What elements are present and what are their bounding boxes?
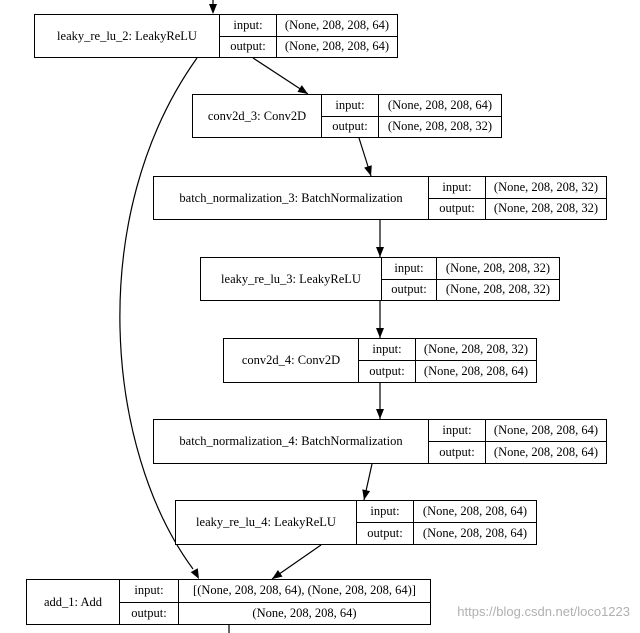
arrow-head [376,409,384,419]
arrow-head [272,570,283,579]
output-row: output: (None, 208, 208, 64) [120,601,430,624]
input-row: input: (None, 208, 208, 64) [429,420,606,441]
layer-name: leaky_re_lu_2: LeakyReLU [35,15,220,57]
output-label: output: [382,279,437,300]
output-row: output: (None, 208, 208, 64) [359,360,536,382]
layer-ports: input: (None, 208, 208, 32) output: (None, … [359,339,536,382]
layer-node: batch_normalization_3: BatchNormalizatio… [153,176,607,220]
input-shape: (None, 208, 208, 32) [445,260,551,275]
arrow-head [376,328,384,338]
arrow-head [209,4,217,14]
output-shape: (None, 208, 208, 32) [387,119,493,134]
output-label: output: [429,442,486,463]
layer-name: add_1: Add [27,580,120,624]
input-label: input: [359,339,416,360]
input-row: input: (None, 208, 208, 32) [429,177,606,198]
output-row: output: (None, 208, 208, 64) [357,522,536,544]
output-label: output: [357,523,414,544]
output-row: output: (None, 208, 208, 32) [322,115,501,137]
arrow-head [376,247,384,257]
output-row: output: (None, 208, 208, 32) [429,197,606,219]
input-label: input: [429,177,486,198]
input-row: input: [(None, 208, 208, 64), (None, 208,… [120,580,430,602]
layer-name: conv2d_3: Conv2D [193,95,322,137]
arrow-head [364,165,372,176]
input-label: input: [322,95,379,116]
layer-ports: input: [(None, 208, 208, 64), (None, 208,… [120,580,430,624]
arrow-head [362,489,371,500]
layer-ports: input: (None, 208, 208, 64) output: (None, … [322,95,501,137]
output-label: output: [220,36,277,57]
output-shape: (None, 208, 208, 32) [493,201,599,216]
input-row: input: (None, 208, 208, 64) [322,95,501,116]
input-shape: [(None, 208, 208, 64), (None, 208, 208, … [193,583,416,598]
watermark-text: https://blog.csdn.net/loco1223 [457,604,630,619]
output-label: output: [120,602,179,624]
input-row: input: (None, 208, 208, 64) [357,501,536,522]
arrow-head [190,568,199,579]
input-shape: (None, 208, 208, 64) [493,423,599,437]
output-row: output: (None, 208, 208, 64) [220,35,397,57]
layer-ports: input: (None, 208, 208, 64) output: (None, … [429,420,606,463]
output-shape: (None, 208, 208, 64) [493,445,599,459]
layer-name: conv2d_4: Conv2D [224,339,359,382]
input-shape: (None, 208, 208, 64) [387,97,493,112]
layer-ports: input: (None, 208, 208, 64) output: (None, … [220,15,397,57]
edge-line [252,57,309,95]
layer-name: leaky_re_lu_3: LeakyReLU [201,258,382,300]
layer-name: batch_normalization_3: BatchNormalizatio… [154,177,429,219]
input-shape: (None, 208, 208, 64) [284,17,390,32]
output-row: output: (None, 208, 208, 64) [429,441,606,463]
layer-ports: input: (None, 208, 208, 32) output: (None, … [382,258,559,300]
output-label: output: [359,361,416,382]
input-label: input: [357,501,414,522]
input-shape: (None, 208, 208, 32) [423,342,529,356]
output-shape: (None, 208, 208, 64) [284,39,390,54]
output-label: output: [322,116,379,137]
layer-ports: input: (None, 208, 208, 32) output: (None, … [429,177,606,219]
output-shape: (None, 208, 208, 64) [423,364,529,378]
input-label: input: [382,258,437,279]
output-row: output: (None, 208, 208, 32) [382,278,559,300]
input-shape: (None, 208, 208, 64) [422,504,528,518]
skip-edge [119,57,198,570]
input-row: input: (None, 208, 208, 32) [359,339,536,360]
input-row: input: (None, 208, 208, 64) [220,15,397,36]
arrow-head [297,85,308,94]
layer-ports: input: (None, 208, 208, 64) output: (None, … [357,501,536,544]
input-row: input: (None, 208, 208, 32) [382,258,559,279]
layer-name: batch_normalization_4: BatchNormalizatio… [154,420,429,463]
input-label: input: [429,420,486,441]
output-shape: (None, 208, 208, 64) [422,526,528,540]
input-shape: (None, 208, 208, 32) [493,179,599,194]
layer-name: leaky_re_lu_4: LeakyReLU [176,501,357,544]
output-shape: (None, 208, 208, 64) [252,605,357,620]
input-label: input: [120,580,179,602]
layer-node: batch_normalization_4: BatchNormalizatio… [153,419,607,464]
input-label: input: [220,15,277,36]
output-shape: (None, 208, 208, 32) [445,282,551,297]
output-label: output: [429,198,486,219]
